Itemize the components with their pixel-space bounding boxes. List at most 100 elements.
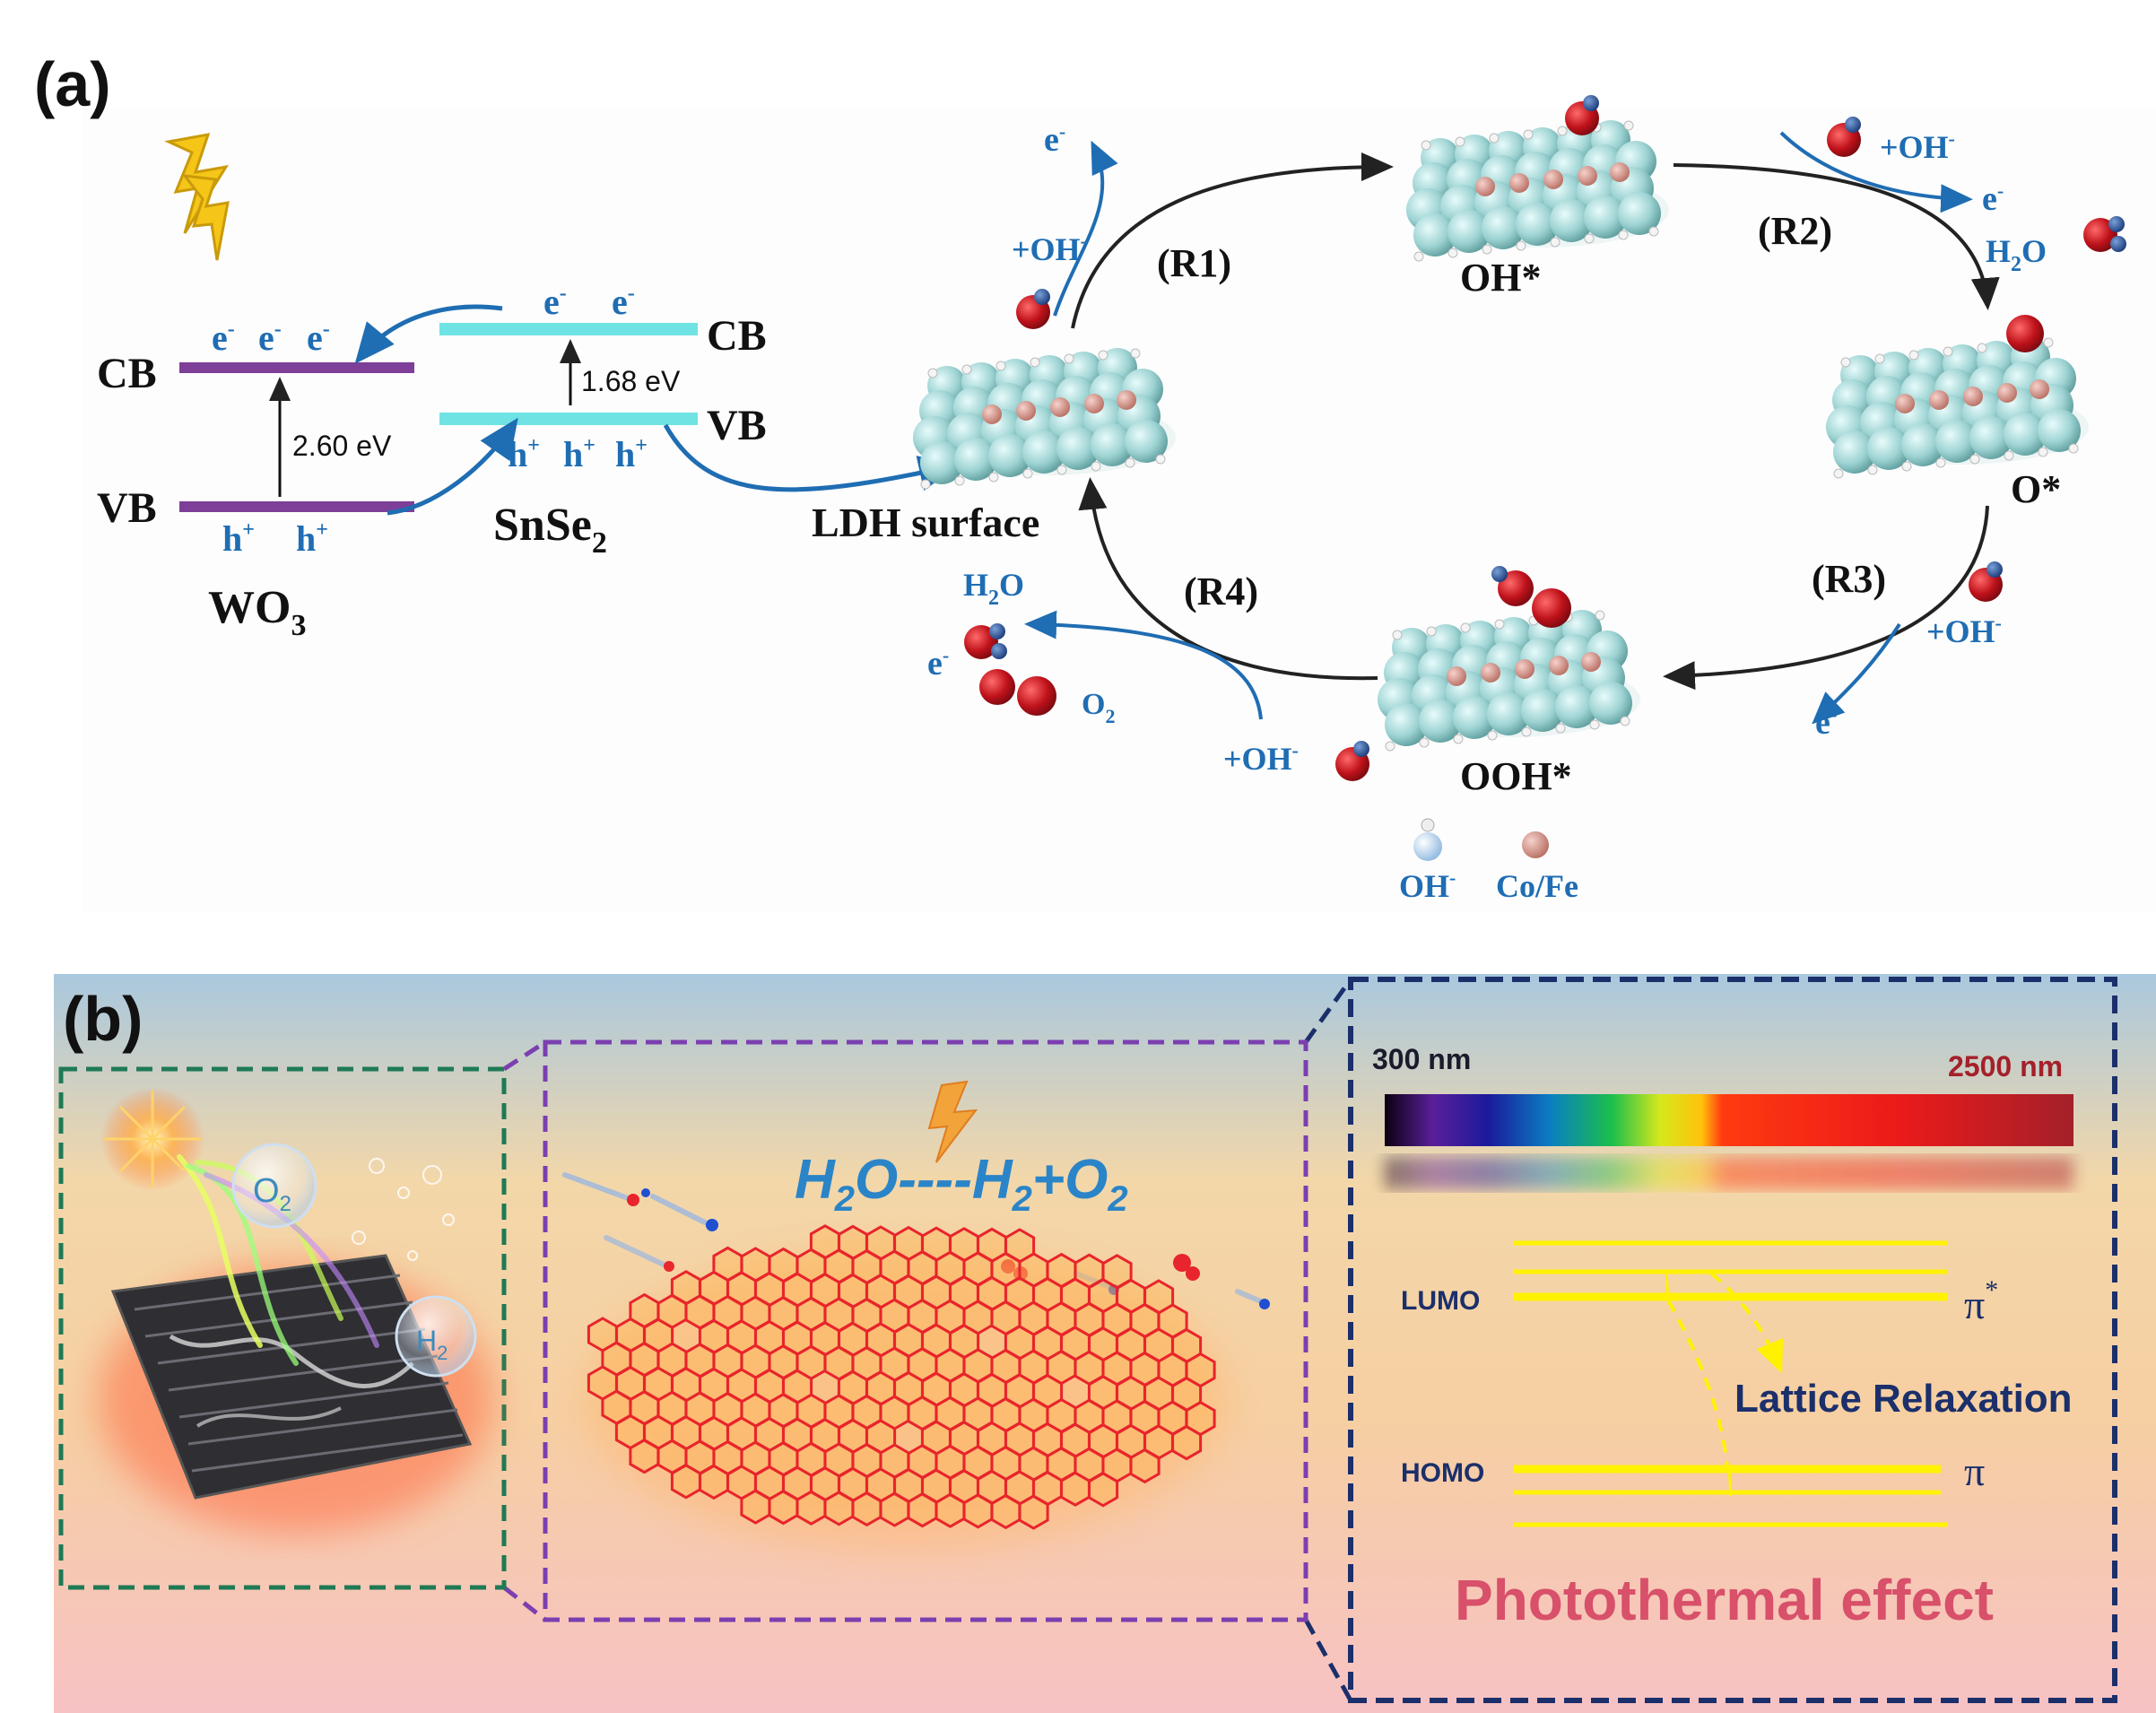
catalyst-structure-box	[543, 1039, 1308, 1622]
photocatalyst-box	[58, 1066, 507, 1590]
legend-oh-label: OH-	[1399, 866, 1456, 904]
cycle-arrow-r2	[1673, 163, 2000, 310]
lightning-icon	[164, 133, 230, 261]
svg-text:e-: e-	[258, 317, 282, 358]
r2-electron: e-	[1982, 179, 2004, 218]
panel-a-label: (a)	[34, 49, 111, 119]
pi-label: π	[1964, 1448, 1985, 1494]
cycle-arrow-r1	[1071, 152, 1394, 329]
h2-bubble: H2	[395, 1295, 477, 1378]
spectrum-end-label: 2500 nm	[1948, 1050, 2063, 1083]
legend-cofe-label: Co/Fe	[1496, 868, 1578, 904]
wo3-vb-label: VB	[97, 484, 157, 532]
snse2-vb-band	[439, 413, 698, 425]
r4-electron-arrow	[1024, 610, 1263, 720]
panel-a-legend: OH- Co/Fe	[1399, 818, 1578, 904]
catalyst-hex-ring	[1129, 1448, 1161, 1483]
connector-green-purple	[502, 1039, 547, 1622]
r4-oh-plus: +OH-	[1223, 739, 1299, 777]
wo3-cb-band	[179, 362, 414, 373]
panel-b: (b)	[54, 974, 2156, 1713]
snse2-electrons: e- e-	[543, 282, 635, 322]
oh-intermediate-label: OH*	[1460, 256, 1541, 300]
wo3-vb-band	[179, 501, 414, 512]
catalyst-hex-ring	[629, 1439, 660, 1474]
catalyst-hex-ring	[907, 1492, 938, 1528]
catalyst-hex-ring	[768, 1490, 799, 1526]
hole-to-ldh-arrow	[663, 423, 960, 492]
snse2-band-diagram: CB VB 1.68 eV e- e- h+ h+ h+ SnSe2	[439, 282, 767, 560]
r1-electron-arrow	[1053, 140, 1118, 317]
wo3-cb-label: CB	[97, 350, 157, 397]
wo3-holes: h+ h+	[222, 518, 328, 559]
panel-b-label: (b)	[63, 984, 143, 1054]
svg-text:h+: h+	[296, 518, 328, 559]
homo-label: HOMO	[1401, 1458, 1484, 1488]
photocatalyst-sheet	[99, 1254, 493, 1534]
photothermal-effect-label: Photothermal effect	[1455, 1568, 1994, 1632]
small-bubbles	[352, 1158, 455, 1261]
r4-electron: e-	[927, 644, 949, 683]
wo3-gap-value: 2.60 eV	[292, 430, 392, 462]
relaxation-path	[1666, 1300, 1729, 1468]
o2-bubble-label: O2	[253, 1172, 291, 1216]
catalyst-hex-ring	[1059, 1471, 1091, 1507]
o-intermediate-label: O*	[2011, 467, 2061, 511]
r3-electron: e-	[1815, 703, 1837, 742]
solar-spectrum-bar	[1385, 1094, 2073, 1146]
water-splitting-equation: H2O----H2+O2	[795, 1149, 1128, 1219]
connector-purple-navy	[1303, 978, 1353, 1702]
snse2-cb-band	[439, 323, 698, 335]
cycle-arrow-r4	[1078, 477, 1378, 681]
catalyst-hex-ring	[962, 1493, 994, 1529]
lightning-icon-b	[927, 1080, 978, 1163]
legend-cofe-marker	[1522, 831, 1549, 858]
ooh-intermediate-label: OOH*	[1460, 754, 1572, 798]
r1-electron: e-	[1044, 120, 1065, 159]
ooh-adsorbate	[1491, 566, 1571, 628]
sun-icon	[100, 1087, 204, 1191]
r3-electron-arrow	[1812, 622, 1901, 725]
step-r1-label: (R1)	[1157, 241, 1231, 285]
r2-oh-plus: +OH-	[1880, 127, 1955, 165]
r4-h2o: H2O	[963, 567, 1024, 610]
lattice-relaxation-label: Lattice Relaxation	[1734, 1377, 2073, 1421]
catalyst-hex-ring	[740, 1489, 771, 1525]
pi-star-label: π*	[1964, 1275, 1998, 1327]
svg-text:e-: e-	[212, 317, 235, 358]
panel-a: (a) CB VB 2.60 eV e- e- e- h+ h+ WO3	[34, 49, 2156, 913]
catalyst-hex-ring	[851, 1491, 882, 1526]
svg-text:e-: e-	[543, 282, 567, 322]
r1-oh-plus: +OH-	[1012, 230, 1087, 267]
energy-levels	[1514, 1240, 1948, 1527]
r2-h2o: H2O	[1986, 233, 2047, 276]
legend-oh-marker	[1413, 832, 1442, 861]
r4-o2: O2	[1082, 688, 1115, 727]
catalyst-hex-ring	[1018, 1494, 1049, 1530]
svg-text:e-: e-	[612, 282, 635, 322]
o-adsorbate	[2006, 315, 2044, 352]
wo3-electrons: e- e- e-	[212, 317, 330, 358]
catalyst-hex-ring	[795, 1490, 827, 1526]
snse2-label: SnSe2	[493, 500, 607, 560]
catalyst-hex-ring	[823, 1491, 855, 1526]
catalyst-network	[583, 1224, 1229, 1552]
step-r3-label: (R3)	[1812, 557, 1886, 601]
snse2-cb-label: CB	[707, 312, 767, 360]
catalyst-hex-ring	[698, 1464, 730, 1500]
oh-adsorbate	[1565, 95, 1599, 135]
hole-transfer-arrow	[387, 417, 518, 516]
ldh-surface-label: LDH surface	[812, 500, 1039, 545]
catalyst-hex-ring	[990, 1493, 1021, 1529]
step-r4-label: (R4)	[1184, 570, 1258, 613]
snse2-gap-value: 1.68 eV	[581, 365, 681, 397]
svg-text:h+: h+	[563, 434, 596, 474]
catalyst-hex-ring	[935, 1492, 966, 1528]
snse2-vb-label: VB	[707, 402, 767, 449]
svg-text:h+: h+	[222, 518, 255, 559]
lumo-label: LUMO	[1401, 1286, 1480, 1316]
r4-o2-molecule	[979, 669, 1056, 716]
snse2-holes: h+ h+ h+	[508, 434, 648, 474]
r2-electron-arrow	[1779, 131, 1973, 213]
